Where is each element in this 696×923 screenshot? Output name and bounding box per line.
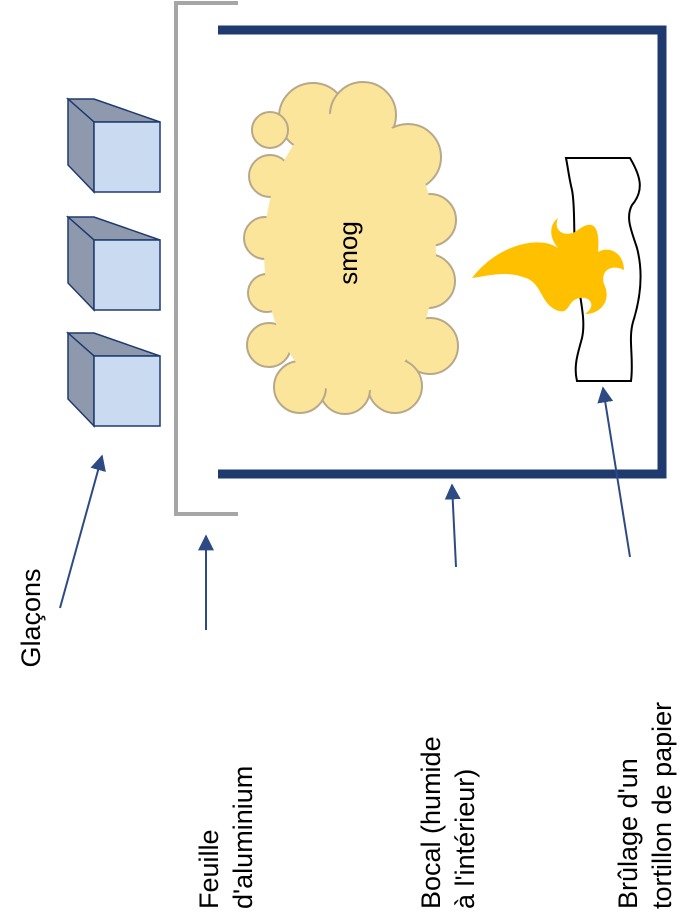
ice-label: Glaçons <box>16 568 46 667</box>
ice-cube-icon <box>66 215 161 312</box>
jar-label-line2: à l'intérieur) <box>450 769 480 909</box>
ice-arrow <box>59 454 106 609</box>
paper-arrow <box>597 386 631 558</box>
jar-outline <box>218 25 667 479</box>
ice-cubes <box>66 97 161 428</box>
aluminium-foil <box>174 1 238 516</box>
ice-cube-icon <box>66 97 161 194</box>
jar-label-line1: Bocal (humide <box>416 736 446 909</box>
jar-arrow <box>444 483 461 568</box>
flame-icon <box>472 218 624 314</box>
paper-label-line2: tortillon de papier <box>647 702 677 909</box>
paper-label-line1: Brûlage d'un <box>613 758 643 909</box>
foil-label-line2: d'aluminium <box>228 766 258 909</box>
foil-label-line1: Feuille <box>194 829 224 909</box>
ice-cube-icon <box>66 331 161 428</box>
smog-cloud-icon <box>243 81 459 415</box>
smog-label: smog <box>333 221 363 285</box>
